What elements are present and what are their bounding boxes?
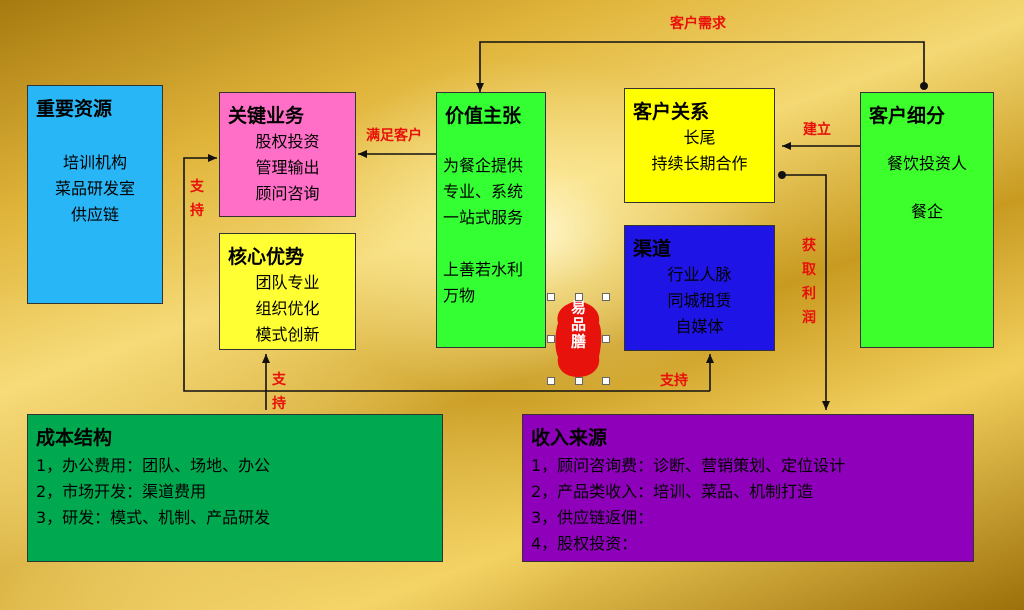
build-label: 建立 xyxy=(803,122,831,138)
key-activities-title: 关键业务 xyxy=(228,105,305,127)
core-advantages-item: 团队专业 xyxy=(255,273,320,292)
key-resources-items: 培训机构 菜品研发室 供应链 xyxy=(28,150,162,228)
support-left-label: 支持 xyxy=(190,179,204,219)
cost-structure-box: 成本结构 1，办公费用：团队、场地、办公 2，市场开发：渠道费用 3，研发：模式… xyxy=(27,414,443,562)
customer-segments-item: 餐饮投资人 xyxy=(886,154,967,173)
support-bottom-label: 支持 xyxy=(660,373,688,389)
resize-handle-bottom[interactable] xyxy=(575,377,583,385)
customer-demand-label: 客户需求 xyxy=(670,16,726,32)
key-activities-box: 关键业务 股权投资 管理输出 顾问咨询 xyxy=(219,92,356,217)
customer-relationships-box: 客户关系 长尾 持续长期合作 xyxy=(624,88,775,203)
core-advantages-title: 核心优势 xyxy=(228,246,305,268)
customer-segments-items: 餐饮投资人 餐企 xyxy=(861,151,993,225)
key-resources-item: 供应链 xyxy=(70,205,119,224)
revenue-streams-item: 1，顾问咨询费：诊断、营销策划、定位设计 xyxy=(531,456,846,475)
value-proposition-line: 上善若水利 xyxy=(443,260,524,279)
core-advantages-item: 组织优化 xyxy=(255,299,320,318)
customer-relationships-item: 长尾 xyxy=(683,128,716,147)
resize-handle-top-left[interactable] xyxy=(547,293,555,301)
channels-box: 渠道 行业人脉 同城租赁 自媒体 xyxy=(624,225,775,351)
value-proposition-line: 为餐企提供 xyxy=(443,156,524,175)
customer-segments-box: 客户细分 餐饮投资人 餐企 xyxy=(860,92,994,348)
seal-stamp[interactable]: 易品膳 xyxy=(551,297,605,381)
channels-item: 同城租赁 xyxy=(667,291,732,310)
customer-relationships-item: 持续长期合作 xyxy=(651,154,748,173)
channels-title: 渠道 xyxy=(633,238,672,260)
key-resources-item: 培训机构 xyxy=(62,153,127,172)
revenue-streams-item: 2，产品类收入：培训、菜品、机制打造 xyxy=(531,482,814,501)
channels-items: 行业人脉 同城租赁 自媒体 xyxy=(625,262,774,340)
channels-item: 行业人脉 xyxy=(667,265,732,284)
value-proposition-line: 万物 xyxy=(443,286,476,305)
customer-segments-item xyxy=(861,177,993,199)
key-activities-item: 管理输出 xyxy=(255,158,320,177)
resize-handle-right[interactable] xyxy=(602,335,610,343)
customer-demand-line xyxy=(476,41,925,92)
cost-structure-items: 1，办公费用：团队、场地、办公 2，市场开发：渠道费用 3，研发：模式、机制、产… xyxy=(36,453,270,531)
value-proposition-title: 价值主张 xyxy=(445,105,522,127)
customer-segments-title: 客户细分 xyxy=(869,105,946,127)
revenue-streams-item: 4，股权投资： xyxy=(531,534,638,553)
channels-item: 自媒体 xyxy=(675,317,724,336)
key-resources-box: 重要资源 培训机构 菜品研发室 供应链 xyxy=(27,85,163,304)
revenue-streams-box: 收入来源 1，顾问咨询费：诊断、营销策划、定位设计 2，产品类收入：培训、菜品、… xyxy=(522,414,974,562)
core-advantages-items: 团队专业 组织优化 模式创新 xyxy=(220,270,355,348)
key-activities-item: 股权投资 xyxy=(255,132,320,151)
gain-profit-dot xyxy=(778,171,786,179)
key-resources-title: 重要资源 xyxy=(36,98,113,120)
cost-structure-item: 1，办公费用：团队、场地、办公 xyxy=(36,456,271,475)
resize-handle-bottom-left[interactable] xyxy=(547,377,555,385)
gain-profit-line xyxy=(782,174,830,410)
value-proposition-line xyxy=(443,231,523,257)
value-proposition-text: 为餐企提供 专业、系统 一站式服务 上善若水利 万物 xyxy=(443,153,523,309)
revenue-streams-item: 3，供应链返佣： xyxy=(531,508,654,527)
gain-profit-label: 获取利润 xyxy=(802,238,816,326)
resize-handle-top[interactable] xyxy=(575,293,583,301)
support-cost-label: 支持 xyxy=(272,372,286,412)
satisfy-customer-label: 满足客户 xyxy=(366,128,422,144)
key-resources-item: 菜品研发室 xyxy=(54,179,135,198)
core-advantages-box: 核心优势 团队专业 组织优化 模式创新 xyxy=(219,233,356,350)
support-loop-line xyxy=(183,154,710,392)
resize-handle-left[interactable] xyxy=(547,335,555,343)
key-activities-item: 顾问咨询 xyxy=(255,184,320,203)
value-proposition-line: 专业、系统 xyxy=(443,182,524,201)
customer-segments-item: 餐企 xyxy=(910,202,943,221)
cost-structure-item: 3，研发：模式、机制、产品研发 xyxy=(36,508,271,527)
resize-handle-bottom-right[interactable] xyxy=(602,377,610,385)
revenue-streams-items: 1，顾问咨询费：诊断、营销策划、定位设计 2，产品类收入：培训、菜品、机制打造 … xyxy=(531,453,845,557)
value-proposition-box: 价值主张 为餐企提供 专业、系统 一站式服务 上善若水利 万物 xyxy=(436,92,546,348)
customer-demand-dot xyxy=(920,82,928,90)
seal-text: 易品膳 xyxy=(569,300,587,351)
value-proposition-line: 一站式服务 xyxy=(443,208,524,227)
cost-structure-item: 2，市场开发：渠道费用 xyxy=(36,482,207,501)
key-activities-items: 股权投资 管理输出 顾问咨询 xyxy=(220,129,355,207)
cost-structure-title: 成本结构 xyxy=(36,427,113,449)
revenue-streams-title: 收入来源 xyxy=(531,427,608,449)
customer-relationships-title: 客户关系 xyxy=(633,101,710,123)
customer-relationships-items: 长尾 持续长期合作 xyxy=(625,125,774,177)
resize-handle-top-right[interactable] xyxy=(602,293,610,301)
core-advantages-item: 模式创新 xyxy=(255,325,320,344)
